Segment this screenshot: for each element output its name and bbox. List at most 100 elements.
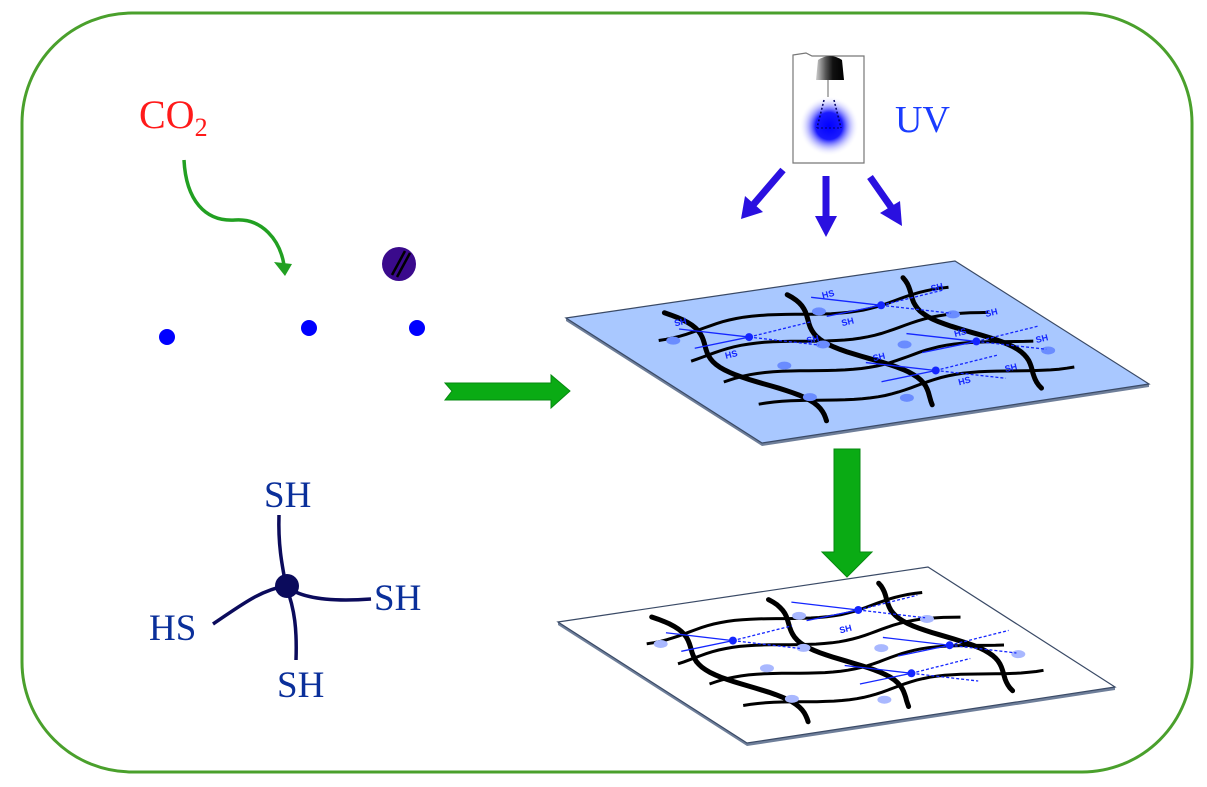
crosslink-arm — [665, 632, 733, 642]
monomer-spot — [815, 340, 830, 349]
crosslink-arm — [976, 340, 1047, 350]
tetrathiol-molecule: SH SH HS SH — [149, 475, 421, 706]
polymer-chain — [742, 668, 1044, 707]
crosslink-arm — [911, 672, 979, 682]
uv-lamp-icon — [792, 52, 865, 164]
co2-label: CO2 — [139, 92, 208, 142]
crosslink-arm — [749, 336, 820, 346]
crosslinked-film-final: SH — [556, 566, 1117, 746]
uv-label: UV — [895, 99, 950, 141]
thiol-tag: SH — [838, 623, 853, 636]
crosslink-node — [972, 337, 981, 346]
crosslink-arm — [949, 629, 1009, 646]
uv-arrow-right-icon — [867, 174, 902, 226]
crosslink-arm — [911, 657, 971, 674]
crosslink-arm — [881, 304, 952, 314]
block-arrow-down-icon — [820, 448, 874, 578]
crosslink-arm — [881, 369, 936, 383]
co2-bound-particle — [382, 247, 416, 281]
crosslink-arm — [732, 625, 793, 642]
thiol-tag: HS — [821, 288, 836, 301]
crosslink-node — [907, 669, 916, 678]
crosslink-arm — [694, 336, 750, 349]
crosslink-arm — [681, 639, 734, 652]
thiol-tag: SH — [806, 333, 821, 346]
thiol-label-right: SH — [374, 578, 421, 619]
thiol-tag: SH — [984, 306, 999, 319]
crosslinked-film-upper: SH HS SH HS SH SH HS SH SH HS SH SH — [564, 260, 1151, 446]
monomer-spot — [759, 664, 774, 673]
crosslink-arm — [882, 636, 950, 646]
crosslink-arm — [935, 369, 1006, 379]
monomer-spot — [784, 694, 799, 703]
monomer-spot — [796, 643, 811, 652]
thiol-tag: SH — [673, 316, 688, 329]
block-arrow-right-icon — [443, 373, 571, 410]
crosslink-arm — [906, 332, 977, 343]
thiol-tag: HS — [953, 326, 968, 339]
crosslink-arm — [806, 609, 859, 622]
crosslink-arm — [858, 594, 918, 611]
crosslink-arm — [949, 644, 1017, 654]
core-atom — [275, 574, 299, 598]
monomer-spot — [946, 310, 961, 319]
monomer-dot — [409, 320, 425, 336]
monomer-spot — [792, 611, 807, 620]
monomer-spot — [653, 639, 668, 648]
crosslink-arm — [811, 296, 882, 306]
uv-ray-arrows — [741, 167, 902, 237]
uv-arrow-down-icon — [815, 176, 837, 237]
thiol-tag: SH — [930, 281, 945, 294]
crosslink-arm — [678, 328, 750, 338]
crosslink-arm — [844, 664, 912, 674]
monomer-spot — [666, 336, 681, 345]
crosslink-arm — [880, 289, 944, 306]
thiol-tag: SH — [1035, 332, 1050, 345]
thiol-tag: SH — [872, 351, 887, 364]
crosslink-arm — [791, 601, 859, 611]
crosslink-arm — [976, 325, 1039, 343]
thiol-tag: SH — [840, 316, 855, 329]
monomer-dot — [301, 320, 317, 336]
crosslink-arm — [732, 639, 800, 650]
crosslink-arm — [897, 644, 950, 657]
monomer-dot — [159, 329, 175, 345]
crosslink-node — [854, 605, 863, 614]
crosslink-arm — [921, 340, 977, 354]
monomer-spot — [877, 695, 892, 704]
crosslink-arm — [865, 361, 936, 372]
thiol-tag: HS — [724, 348, 739, 361]
monomer-spot — [777, 361, 792, 370]
polymer-chain — [784, 292, 935, 408]
thiol-label-bottom: SH — [277, 665, 324, 706]
polymer-chain — [758, 365, 1075, 406]
polymer-chain — [766, 597, 912, 709]
crosslink-arm — [748, 321, 812, 338]
crosslink-node — [945, 641, 954, 650]
plate-surface — [564, 260, 1151, 444]
uv-arrow-left-icon — [741, 167, 786, 219]
crosslink-arm — [859, 672, 912, 685]
crosslink-node — [931, 366, 940, 375]
thiol-tag: HS — [957, 375, 972, 388]
frame-border — [20, 11, 1194, 774]
monomer-spot — [919, 614, 934, 623]
monomer-spot — [1011, 650, 1026, 659]
crosslink-arm — [858, 609, 926, 619]
monomer-spot — [897, 340, 912, 349]
monomer-spot — [1041, 346, 1056, 355]
polymer-chain — [661, 310, 829, 424]
crosslink-node — [728, 636, 737, 645]
crosslink-node — [877, 301, 886, 310]
monomer-spot — [811, 307, 826, 316]
crosslink-arm — [935, 354, 998, 372]
curved-arrow-icon — [182, 159, 292, 276]
crosslink-node — [745, 333, 754, 342]
thiol-tag: SH — [1004, 361, 1019, 374]
plate-surface — [556, 566, 1117, 744]
thiol-label-left: HS — [149, 608, 196, 649]
crosslink-arm — [826, 304, 882, 318]
monomer-spot — [874, 644, 889, 653]
monomer-spot — [899, 393, 914, 402]
